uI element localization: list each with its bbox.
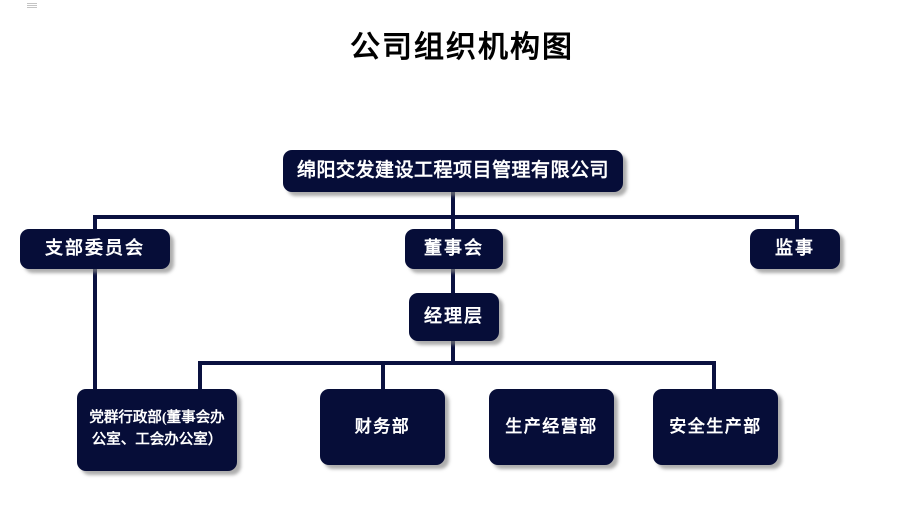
node-production-dept[interactable]: 生产经营部 [489,389,614,465]
connector-to-board [451,215,455,231]
node-party-admin-dept[interactable]: 党群行政部(董事会办公室、工会办公室） [77,389,237,471]
node-board-of-directors[interactable]: 董事会 [405,229,503,269]
scan-artifact-mark [27,3,37,9]
connector-level1-bus [93,215,799,219]
connector-to-supervisor [795,215,799,231]
connector-management-stem [451,341,455,363]
node-company-root[interactable]: 绵阳交发建设工程项目管理有限公司 [283,150,623,192]
connector-to-safety-dept [712,361,716,389]
connector-board-to-management [451,269,455,293]
connector-to-finance-dept [198,361,202,389]
connector-root-stem [451,192,455,217]
node-safety-production-dept[interactable]: 安全生产部 [653,389,778,465]
page-title: 公司组织机构图 [350,31,574,64]
node-supervisor[interactable]: 监事 [750,229,840,269]
node-management-level[interactable]: 经理层 [409,293,499,341]
connector-to-party-committee [93,215,97,231]
node-finance-dept[interactable]: 财务部 [320,389,445,465]
node-party-committee[interactable]: 支部委员会 [20,229,170,269]
connector-department-bus [198,361,716,365]
connector-to-production-dept [381,361,385,389]
connector-party-to-admin-dept [93,267,97,389]
